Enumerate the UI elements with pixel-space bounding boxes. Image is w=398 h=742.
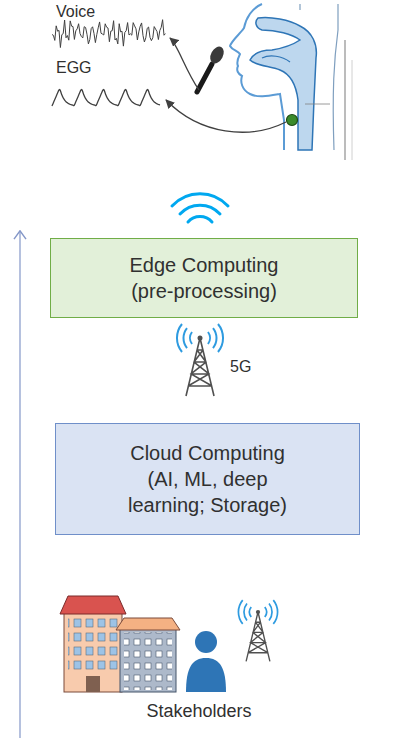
cell-tower	[177, 324, 223, 396]
head-profile	[262, 56, 290, 62]
process-box: Cloud Computing (AI, ML, deep learning; …	[55, 423, 360, 535]
process-box: Edge Computing (pre-processing)	[50, 238, 358, 318]
box-text: Cloud Computing (AI, ML, deep learning; …	[115, 440, 300, 518]
microphone	[197, 64, 212, 92]
wifi-symbol	[172, 194, 228, 206]
buildings	[64, 612, 122, 692]
label-text: EGG	[56, 58, 92, 77]
voice-waveform	[52, 20, 165, 48]
signal-wire	[170, 38, 199, 90]
wifi-symbol	[172, 194, 228, 222]
microphone	[207, 44, 226, 66]
waveform	[52, 20, 165, 106]
buildings	[120, 628, 176, 692]
person-icon	[195, 631, 217, 653]
person-icon	[186, 658, 226, 692]
buildings	[86, 676, 100, 692]
buildings	[60, 596, 126, 614]
wifi-symbol	[188, 217, 212, 222]
cell-tower	[238, 600, 277, 661]
flow-arrow	[19, 232, 20, 738]
label-text: 5G	[230, 357, 251, 376]
person-icon	[186, 631, 226, 692]
signal-wire	[166, 100, 286, 132]
box-text: Edge Computing (pre-processing)	[112, 252, 297, 304]
egg-waveform	[52, 90, 160, 106]
egg-electrode	[287, 115, 298, 126]
buildings	[116, 618, 180, 630]
label-text: Voice	[56, 2, 95, 21]
head-profile	[344, 40, 346, 160]
head-profile	[230, 4, 352, 160]
head-profile	[352, 60, 353, 160]
label-text: Stakeholders	[0, 701, 398, 723]
head-profile	[300, 4, 338, 150]
buildings	[124, 632, 172, 690]
microphone	[197, 44, 227, 92]
buildings	[60, 596, 180, 692]
head-profile	[305, 104, 330, 105]
wifi-symbol	[180, 205, 220, 214]
buildings	[68, 616, 118, 672]
